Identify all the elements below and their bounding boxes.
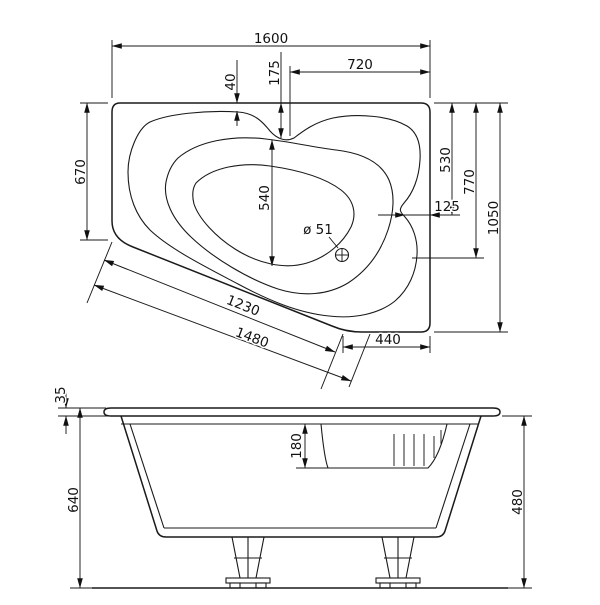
dim-label-720: 720 — [347, 57, 373, 73]
ext-line — [348, 333, 371, 388]
dim-rim-offset-40: 40 — [222, 60, 241, 126]
dim-overall-length: 1600 — [111, 30, 431, 49]
drain: ø 51 — [302, 221, 350, 263]
dim-label-670: 670 — [73, 159, 89, 185]
dim-inset-125: 125 — [378, 198, 461, 218]
dim-seat-depth: 180 — [288, 423, 308, 469]
dim-rim-thickness: 35 — [52, 385, 71, 434]
dim-right-770: 770 — [461, 102, 480, 259]
side-seat-profile — [320, 423, 448, 469]
dim-label-1480: 1480 — [233, 324, 271, 351]
dim-label-35: 35 — [53, 386, 69, 403]
basin-floor-contour — [192, 164, 355, 267]
side-inner-left — [129, 423, 165, 529]
leg-foot-plate — [375, 577, 421, 584]
dim-body-height: 480 — [509, 415, 528, 589]
dim-label-540: 540 — [257, 185, 273, 211]
dim-basin-width: 540 — [256, 139, 275, 267]
dim-front-total: 1480 — [93, 284, 352, 382]
dim-label-770: 770 — [462, 169, 478, 195]
ext-line — [86, 241, 113, 304]
rim-contour — [127, 110, 421, 318]
dim-label-530: 530 — [438, 147, 454, 173]
basin-contour — [164, 137, 394, 295]
dim-left-side: 670 — [72, 102, 91, 241]
ext-line — [320, 333, 344, 390]
dim-rim-offset-175: 175 — [266, 59, 285, 139]
dim-label-175: 175 — [267, 60, 283, 86]
drain-leader-line — [328, 236, 339, 249]
dim-label-1600: 1600 — [254, 31, 288, 47]
dim-line — [93, 284, 352, 382]
side-seat-hatching — [393, 430, 442, 466]
dim-label-40: 40 — [223, 73, 239, 90]
dim-label-125: 125 — [434, 199, 460, 215]
dim-total-height: 640 — [65, 407, 84, 589]
dim-label-640: 640 — [66, 487, 82, 513]
dim-right-530: 530 — [437, 102, 456, 216]
dim-label-180: 180 — [289, 433, 305, 459]
side-body-outline — [120, 415, 482, 538]
dim-label-440: 440 — [375, 332, 401, 348]
dim-top-right-length: 720 — [289, 56, 431, 75]
side-rim — [103, 407, 501, 417]
tub-outline — [111, 102, 431, 333]
dim-overall-width: 1050 — [485, 102, 504, 333]
side-inner-right — [435, 423, 471, 529]
top-view: ø 51 1600 720 — [72, 30, 508, 390]
side-view: 35 640 180 480 — [52, 385, 532, 589]
leg-left — [225, 536, 271, 589]
dim-label-1050: 1050 — [486, 201, 502, 235]
dim-label-480: 480 — [510, 489, 526, 515]
leg-right — [375, 536, 421, 589]
drain-diameter-label: ø 51 — [303, 222, 333, 238]
dim-bottom-right: 440 — [342, 331, 431, 350]
leg-foot-plate — [225, 577, 271, 584]
